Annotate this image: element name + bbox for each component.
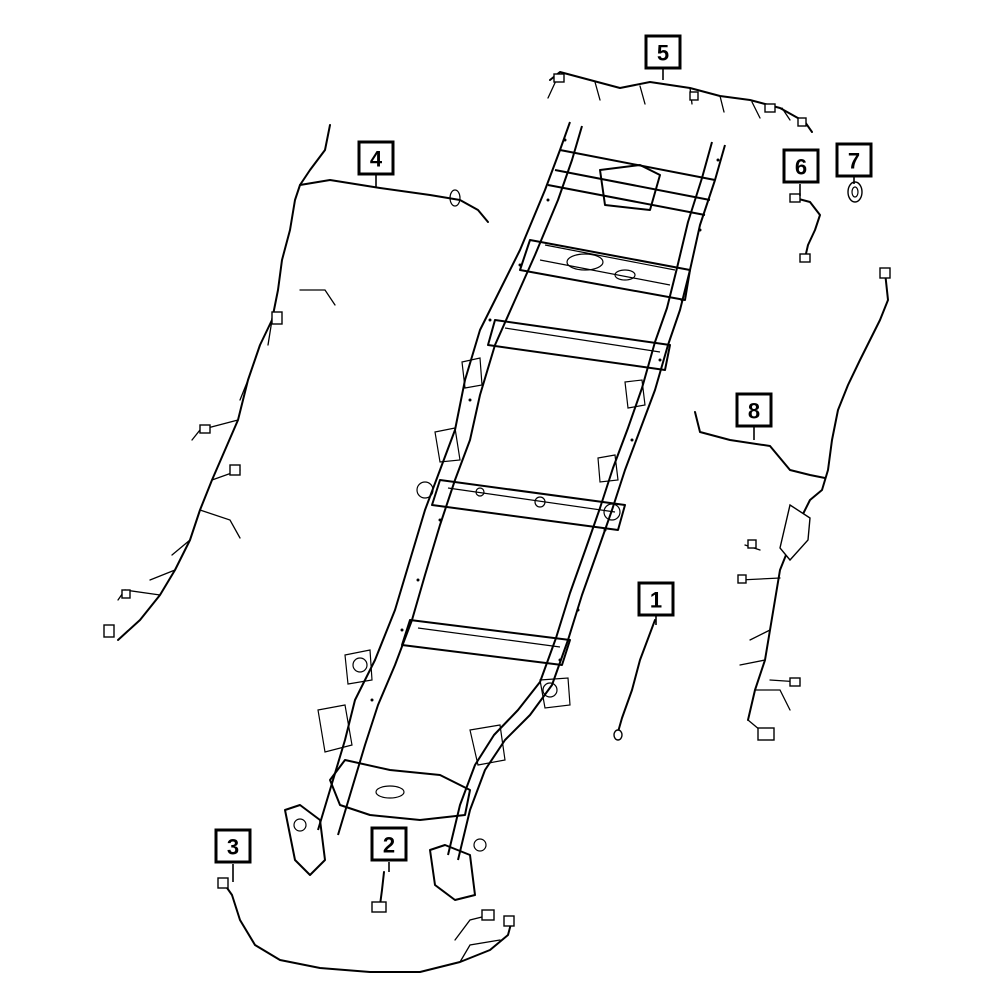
harness-4 [103,124,489,641]
vehicle-frame [284,121,726,901]
callout-6: 6 [782,148,820,184]
callout-1: 1 [637,581,675,617]
callout-4: 4 [357,140,395,176]
component-1 [613,619,656,741]
callout-3: 3 [214,828,252,864]
callout-3-label: 3 [227,835,239,860]
component-2 [371,871,387,913]
callout-1-label: 1 [650,588,662,613]
callout-2: 2 [370,826,408,862]
leader-lines [232,68,855,882]
callout-5-label: 5 [657,41,669,66]
callout-7-label: 7 [848,149,860,174]
component-7 [847,181,863,203]
callout-7: 7 [835,142,873,178]
callout-2-label: 2 [383,833,395,858]
callout-8: 8 [735,392,773,428]
harness-8 [694,267,891,741]
callout-4-label: 4 [370,147,383,172]
harness-5 [547,71,813,133]
callout-8-label: 8 [748,399,760,424]
harness-6 [789,193,821,263]
callout-5: 5 [644,34,682,70]
harness-3 [217,877,515,973]
callout-6-label: 6 [795,155,807,180]
